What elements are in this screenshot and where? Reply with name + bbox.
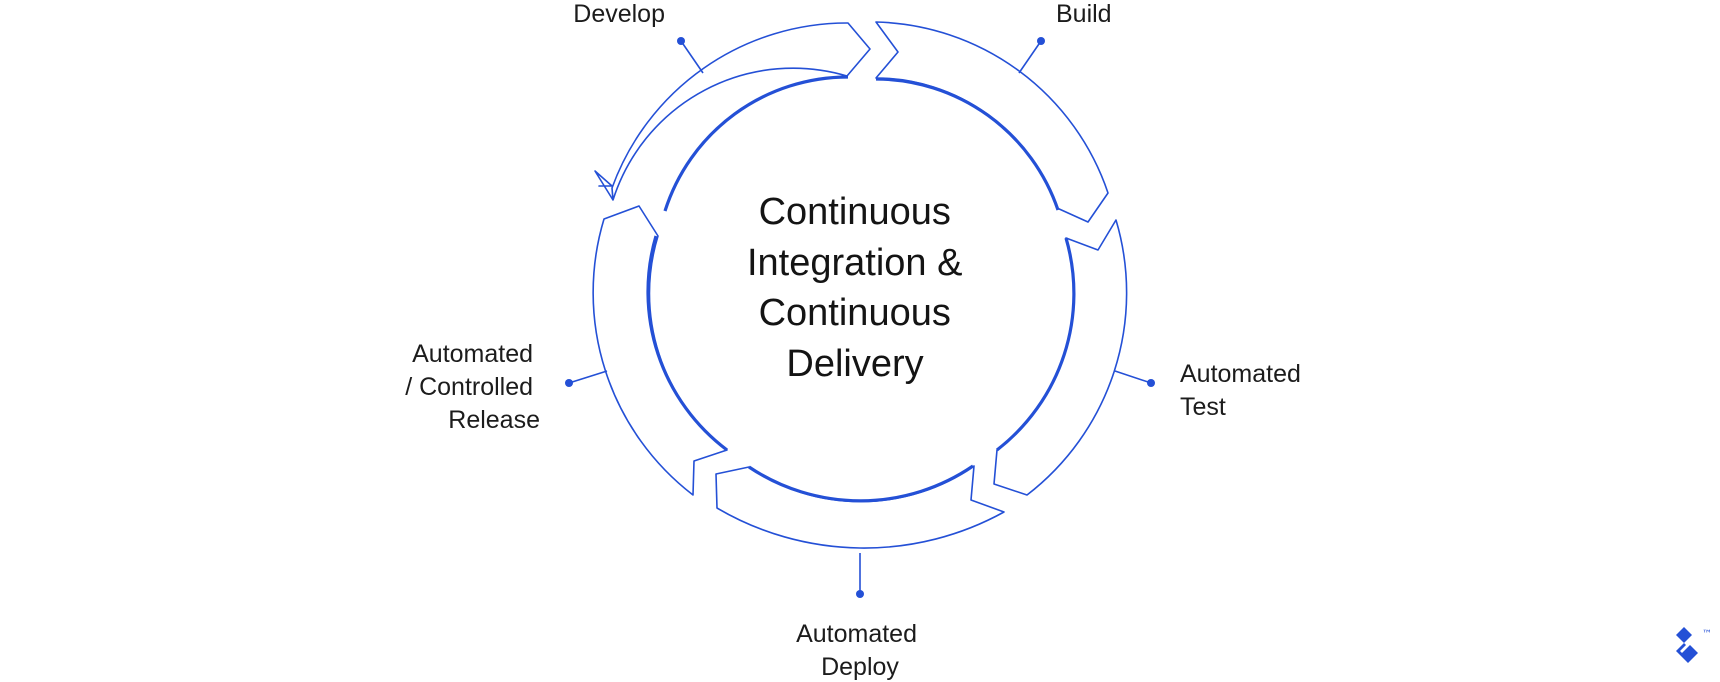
arrow-release: [592, 205, 728, 496]
dot-test: [1147, 379, 1155, 387]
label-develop-line: Develop: [573, 0, 665, 28]
toptal-logo-icon: ™: [1676, 627, 1712, 663]
label-deploy: Automated Deploy: [796, 620, 924, 681]
leader-develop: [680, 40, 704, 74]
label-release-line-2: / Controlled: [405, 373, 533, 401]
center-title-line-2: Integration &: [747, 242, 962, 284]
dot-deploy: [856, 590, 864, 598]
leaders: [565, 37, 1155, 598]
label-deploy-line-2: Deploy: [821, 653, 899, 681]
label-build: Build: [1056, 0, 1112, 28]
inner-arc-5: [646, 235, 728, 452]
label-release-line-3: Release: [448, 406, 540, 434]
label-deploy-line-1: Automated: [796, 620, 917, 648]
arrow-develop-outline: [611, 22, 871, 201]
label-release: Automated / Controlled Release: [405, 340, 540, 434]
arrow-develop: [594, 170, 614, 201]
center-title-line-4: Delivery: [786, 343, 923, 385]
label-build-line: Build: [1056, 0, 1112, 28]
arrow-deploy: [715, 465, 1005, 549]
leader-test: [1114, 370, 1152, 384]
label-test-line-2: Test: [1180, 393, 1226, 421]
dot-develop: [677, 37, 685, 45]
cycle-arrows: [592, 21, 1128, 549]
inner-ring: [646, 75, 1076, 503]
label-develop: Develop: [573, 0, 665, 28]
label-test-line-1: Automated: [1180, 360, 1301, 388]
inner-arc-4: [748, 464, 974, 503]
label-release-line-1: Automated: [412, 340, 533, 368]
dot-release: [565, 379, 573, 387]
center-title-line-1: Continuous: [759, 191, 951, 233]
inner-arc-1: [663, 75, 849, 212]
trademark-symbol: ™: [1702, 629, 1712, 640]
arrow-test: [993, 219, 1128, 496]
inner-arc-2: [875, 77, 1060, 211]
center-title: Continuous Integration & Continuous Deli…: [747, 191, 973, 385]
label-test: Automated Test: [1180, 360, 1308, 421]
logo-mark: [1676, 627, 1698, 663]
dot-build: [1037, 37, 1045, 45]
center-title-line-3: Continuous: [759, 292, 951, 334]
inner-arc-3: [996, 237, 1076, 452]
leader-build: [1018, 40, 1042, 74]
leader-release: [568, 370, 608, 384]
